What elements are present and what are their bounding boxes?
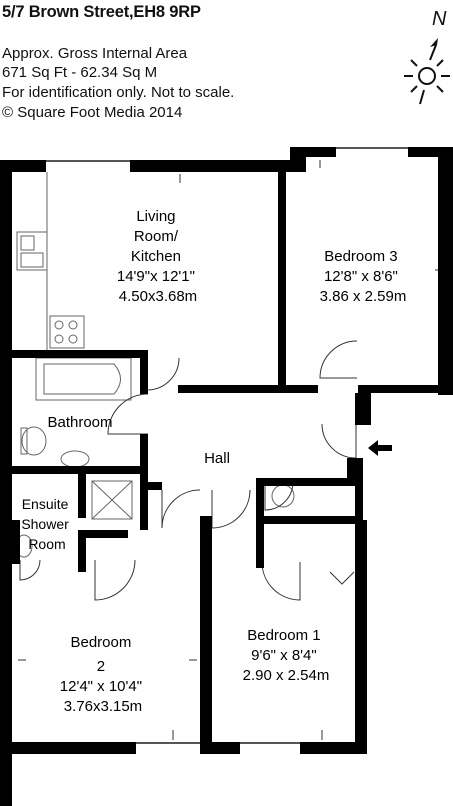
entrance-arrow-icon <box>368 440 392 456</box>
shower-tray-icon <box>91 480 133 520</box>
fixtures <box>15 172 295 558</box>
hall-label: Hall <box>204 450 230 467</box>
basin-icon <box>60 450 90 468</box>
living-room-label: Living Room/ Kitchen 14'9"x 12'1" 4.50x3… <box>117 208 199 305</box>
ensuite-label: Ensuite Shower Room <box>21 496 72 552</box>
north-compass-sun-icon: N <box>404 8 450 105</box>
bathroom-label: Bathroom <box>47 414 112 431</box>
page-title: 5/7 Brown Street,EH8 9RP <box>2 3 201 21</box>
bedroom-3-label: Bedroom 3 12'8" x 8'6" 3.86 x 2.59m <box>320 248 407 305</box>
toilet-icon <box>21 426 47 456</box>
door-swings <box>19 340 358 601</box>
bedroom-1-label: Bedroom 1 9'6" x 8'4" 2.90 x 2.54m <box>243 627 330 684</box>
hob-icon <box>49 315 85 349</box>
area-value: 671 Sq Ft - 62.34 Sq M <box>2 64 158 81</box>
bedroom-2-label: Bedroom 2 12'4" x 10'4" 3.76x3.15m <box>60 634 146 715</box>
disclaimer: For identification only. Not to scale. <box>2 84 235 101</box>
walls <box>0 147 453 806</box>
area-caption: Approx. Gross Internal Area <box>2 45 188 62</box>
copyright: © Square Foot Media 2014 <box>2 104 183 121</box>
north-label: N <box>432 8 447 30</box>
